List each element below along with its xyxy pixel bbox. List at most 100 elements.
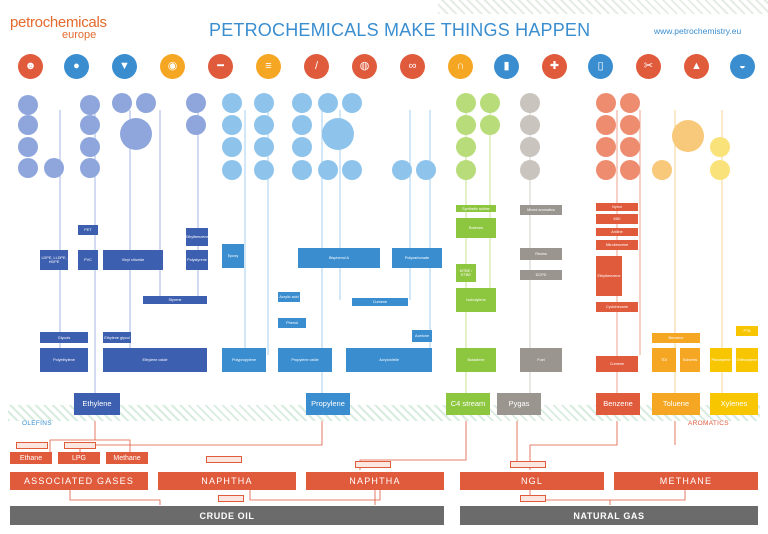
- mtbe-etbe-box: MTBE / ETBE: [456, 264, 476, 282]
- product-circle: [222, 93, 242, 113]
- tdi-box: TDI: [652, 348, 676, 372]
- product-circle: [620, 115, 640, 135]
- product-circle: [342, 93, 362, 113]
- toluene-benzene-box: Benzene: [652, 333, 700, 343]
- synthetic-rubber-box: Synthetic rubber: [456, 205, 496, 212]
- acrylonitrile-box: Acrylonitrile: [346, 348, 432, 372]
- product-circle: [672, 120, 704, 152]
- nitrobenzene-box: Nitrobenzene: [596, 240, 638, 250]
- product-circle: [136, 93, 156, 113]
- battery-icon: ▮: [494, 54, 519, 79]
- c4-stream-basic: C4 stream: [446, 393, 490, 415]
- product-circle: [18, 137, 38, 157]
- product-circle: [456, 115, 476, 135]
- vinyl-chloride-box: Vinyl chloride: [103, 250, 163, 270]
- product-circle: [254, 137, 274, 157]
- butenes-box: Butenes: [456, 218, 496, 238]
- mdi-box: MDI: [596, 214, 638, 224]
- xylenes-basic: Xylenes: [710, 393, 758, 415]
- product-circle: [292, 93, 312, 113]
- bisphenol-a-box: Bisphenol A: [298, 248, 380, 268]
- product-circle: [342, 160, 362, 180]
- cupcake-icon: ▲: [684, 54, 709, 79]
- product-circle: [480, 93, 500, 113]
- methane-supply: METHANE: [614, 472, 758, 490]
- product-circle: [456, 137, 476, 157]
- lpg-feed: LPG: [58, 452, 100, 464]
- product-circle: [18, 158, 38, 178]
- polypropylene-box: Polypropylene: [222, 348, 266, 372]
- epoxy-box: Epoxy: [222, 244, 244, 268]
- isobutylene-box: Isobutylene: [456, 288, 496, 312]
- product-circle: [596, 160, 616, 180]
- product-circle: [620, 137, 640, 157]
- solvents-box: Solvents: [680, 348, 700, 372]
- balloons-icon: ●: [64, 54, 89, 79]
- product-circle: [254, 93, 274, 113]
- polystyrene-box: Polystyrene: [186, 250, 208, 270]
- naphtha-tag: [206, 456, 242, 463]
- crude-oil-source: CRUDE OIL: [10, 506, 444, 525]
- glycols-box: Glycols: [40, 332, 88, 343]
- ethylene-glycol-box: Ethylene glycol: [103, 332, 131, 343]
- ball-icon: ◉: [160, 54, 185, 79]
- ethylene-basic: Ethylene: [74, 393, 120, 415]
- phenol-box: Phenol: [278, 318, 306, 328]
- associated-gases: ASSOCIATED GASES: [10, 472, 148, 490]
- acetone-box: Acetone: [412, 330, 432, 342]
- paraxylene-box: Paraxylene: [710, 348, 732, 372]
- product-circle: [480, 115, 500, 135]
- aromatics-label: AROMATICS: [688, 420, 729, 427]
- ngl-supply: NGL: [460, 472, 604, 490]
- product-circle: [520, 160, 540, 180]
- olefins-aromatics-band: [8, 405, 760, 421]
- cumene-propylene-box: Cumene: [352, 298, 408, 306]
- ethylene-oxide-box: Ethylene oxide: [103, 348, 207, 372]
- propylene-oxide-box: Propylene oxide: [278, 348, 332, 372]
- product-circle: [254, 115, 274, 135]
- product-circle: [80, 115, 100, 135]
- product-circle: [416, 160, 436, 180]
- worker-icon: ☻: [18, 54, 43, 79]
- propylene-basic: Propylene: [306, 393, 350, 415]
- benzene-basic: Benzene: [596, 393, 640, 415]
- product-circle: [456, 93, 476, 113]
- bicycle-icon: ∞: [400, 54, 425, 79]
- tshirt-icon: ▼: [112, 54, 137, 79]
- tools-icon: ✂: [636, 54, 661, 79]
- product-circle: [80, 95, 100, 115]
- logo-line1: petrochemicals: [10, 14, 107, 31]
- product-circle: [520, 115, 540, 135]
- gamepad-icon: ✚: [542, 54, 567, 79]
- pvc-box: PVC: [78, 250, 98, 270]
- toluene-basic: Toluene: [652, 393, 700, 415]
- product-circle: [112, 93, 132, 113]
- website-link[interactable]: www.petrochemistry.eu: [654, 26, 742, 36]
- ethylbenzene-box: Ethylbenzene: [186, 228, 208, 246]
- product-circle: [318, 93, 338, 113]
- headphones-icon: ∩: [448, 54, 473, 79]
- natural-gas-source: NATURAL GAS: [460, 506, 758, 525]
- product-circle: [596, 93, 616, 113]
- naphtha-supply-1: NAPHTHA: [158, 472, 296, 490]
- product-circle: [80, 158, 100, 178]
- page-title: PETROCHEMICALS MAKE THINGS HAPPEN: [209, 20, 591, 40]
- cyclohexane-box: Cyclohexane: [596, 302, 638, 312]
- gas-tag: [520, 495, 546, 502]
- product-circle: [80, 137, 100, 157]
- product-circle: [222, 137, 242, 157]
- phone-icon: ▯: [588, 54, 613, 79]
- product-circle: [186, 93, 206, 113]
- product-circle: [392, 160, 412, 180]
- lpg-tag: [64, 442, 96, 449]
- methane-feed: Methane: [106, 452, 148, 464]
- product-circle: [292, 137, 312, 157]
- olefins-label: OLEFINS: [22, 420, 52, 427]
- mixed-aromatics-box: Mixed aromatics: [520, 205, 562, 215]
- lollipop-icon: ◍: [352, 54, 377, 79]
- polyethylene-box: Polyethylene: [40, 348, 88, 372]
- product-circle: [186, 115, 206, 135]
- product-circle: [620, 160, 640, 180]
- nylon-box: Nylon: [596, 203, 638, 211]
